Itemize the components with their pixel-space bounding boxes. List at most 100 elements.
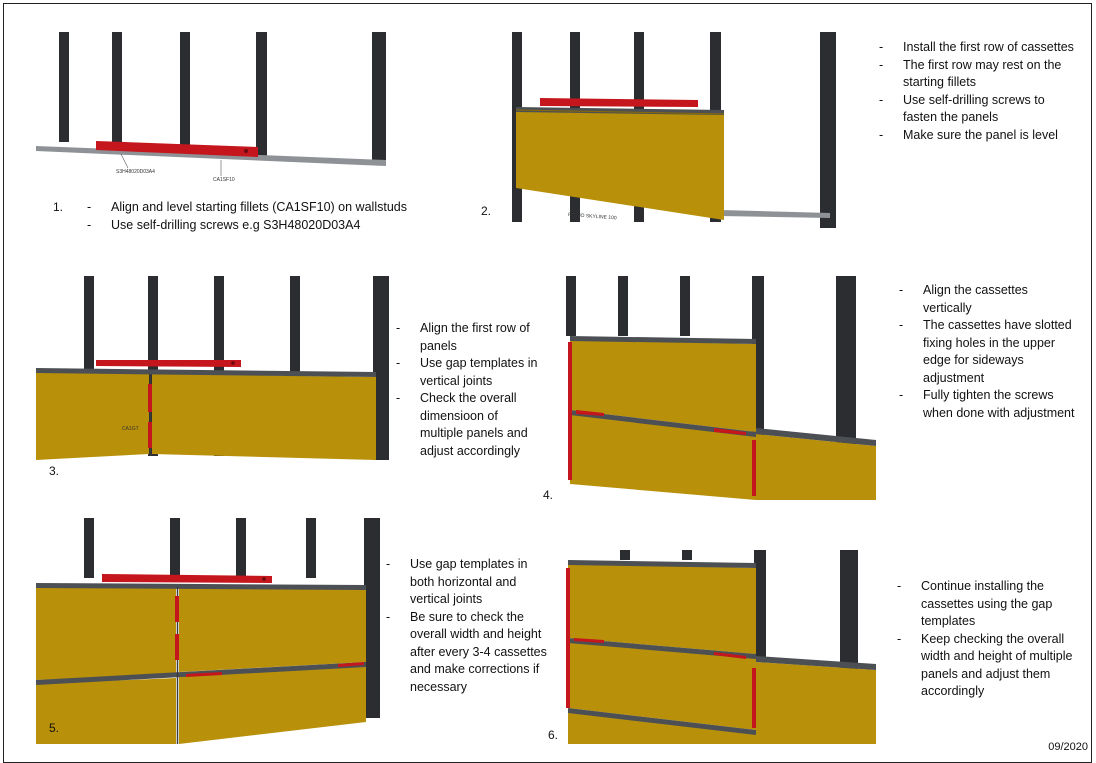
gap-template [338, 662, 364, 667]
step-2-illustration: PRIMO SKYLINE 100 [510, 30, 840, 230]
instruction-item: The first row may rest on the starting f… [877, 57, 1077, 92]
cassette-panel [516, 110, 724, 220]
step-4-instructions: Align the cassettes vertically The casse… [897, 282, 1077, 422]
step-6-illustration [564, 550, 876, 744]
wall-stud [180, 32, 190, 152]
page-number: 09/2020 [1048, 741, 1088, 753]
instruction-item: Align the cassettes vertically [897, 282, 1077, 317]
gap-template [714, 652, 746, 659]
step-6-number: 6. [548, 728, 559, 742]
gap-template [576, 410, 604, 416]
wall-stud [256, 32, 267, 156]
cassette-panel [36, 372, 149, 460]
wall-stud [170, 518, 180, 578]
gap-template [148, 422, 152, 448]
gap-template [175, 596, 179, 622]
wall-stud [682, 550, 692, 560]
instruction-item: Make sure the panel is level [877, 127, 1077, 145]
wall-stud [840, 550, 858, 680]
wall-stud [836, 276, 856, 446]
cassette-panel-top-edge [756, 656, 876, 670]
instruction-item: Use self-drilling screws to fasten the p… [877, 92, 1077, 127]
instruction-item: Install the first row of cassettes [877, 39, 1077, 57]
cassette-panel-top-edge [570, 336, 756, 344]
instruction-item: Use gap templates in vertical joints [394, 355, 544, 390]
instruction-item: Keep checking the overall width and heig… [895, 631, 1075, 701]
spirit-level [96, 141, 258, 157]
cassette-panel [568, 642, 756, 730]
step-6-instructions: Continue installing the cassettes using … [895, 578, 1075, 701]
wall-stud [373, 276, 389, 460]
instruction-item: Align the first row of panels [394, 320, 544, 355]
wall-stud [84, 276, 94, 456]
cassette-panel [568, 712, 756, 744]
step-5-number: 5. [49, 721, 60, 735]
gap-template [568, 342, 572, 480]
cassette-panel [570, 340, 756, 432]
step-5-instructions: Use gap templates in both horizontal and… [384, 556, 554, 696]
fillet-label: CA1SF10 [213, 177, 235, 183]
instruction-item: Use gap templates in both horizontal and… [384, 556, 554, 609]
starting-fillet-rail [720, 210, 830, 218]
wall-stud [754, 550, 766, 660]
wall-stud [680, 276, 690, 336]
step-2-number: 2. [481, 204, 492, 218]
wall-stud [306, 518, 316, 578]
step-5-illustration [36, 516, 382, 744]
gap-template [566, 568, 570, 708]
wall-stud [372, 32, 386, 162]
wall-stud [566, 276, 576, 336]
instruction-item: Check the overall dimensioon of multiple… [394, 390, 544, 460]
instruction-item: Fully tighten the screws when done with … [897, 387, 1077, 422]
gap-template [186, 672, 222, 677]
cassette-panel [570, 414, 756, 500]
step-4-number: 4. [543, 488, 554, 502]
wall-stud [59, 32, 69, 142]
wall-stud [236, 518, 246, 578]
spirit-level [540, 98, 698, 107]
cassette-panel [36, 678, 176, 744]
cassette-panel-top-edge [570, 410, 756, 437]
spirit-level [102, 574, 272, 583]
instruction-item: Be sure to check the overall width and h… [384, 609, 554, 697]
instruction-item: The cassettes have slotted fixing holes … [897, 317, 1077, 387]
wall-stud [290, 276, 300, 456]
cassette-panel-top-edge [756, 428, 876, 446]
step-3-illustration: CA1GT [36, 274, 392, 460]
wall-stud [618, 276, 628, 336]
instruction-item: Continue installing the cassettes using … [895, 578, 1075, 631]
gap-template-label: CA1GT [122, 426, 139, 432]
wall-stud [84, 518, 94, 578]
step-1-number: 1. [53, 200, 64, 214]
step-1-illustration: S3H48020D03A4 CA1SF10 [36, 30, 466, 190]
cassette-panel-top-edge [568, 638, 756, 659]
cassette-panel [152, 374, 376, 460]
gap-template [752, 440, 756, 496]
fastener-label: S3H48020D03A4 [116, 169, 155, 175]
cassette-panel-top-edge [568, 708, 756, 735]
cassette-panel [179, 587, 366, 672]
cassette-panel [568, 564, 756, 654]
step-1-instructions: Align and level starting fillets (CA1SF1… [85, 199, 445, 234]
wall-stud [364, 518, 380, 718]
gap-template [574, 638, 604, 643]
cassette-panel [756, 662, 876, 744]
step-3-number: 3. [49, 464, 60, 478]
gap-template [175, 634, 179, 660]
cassette-panel-top-edge [36, 583, 366, 590]
cassette-panel-top-edge [36, 368, 376, 377]
cassette-panel [36, 586, 176, 680]
gap-template [752, 668, 756, 728]
step-4-illustration [564, 274, 876, 500]
step-3-instructions: Align the first row of panels Use gap te… [394, 320, 544, 460]
wall-stud [820, 32, 836, 228]
gap-template [148, 384, 152, 412]
cassette-panel-top-edge [568, 560, 756, 568]
wall-stud [620, 550, 630, 560]
step-2-instructions: Install the first row of cassettes The f… [877, 39, 1077, 144]
cassette-panel [179, 666, 366, 744]
spirit-level [96, 360, 241, 367]
instruction-item: Align and level starting fillets (CA1SF1… [85, 199, 445, 217]
cassette-panel [756, 434, 876, 500]
gap-template [714, 428, 746, 435]
